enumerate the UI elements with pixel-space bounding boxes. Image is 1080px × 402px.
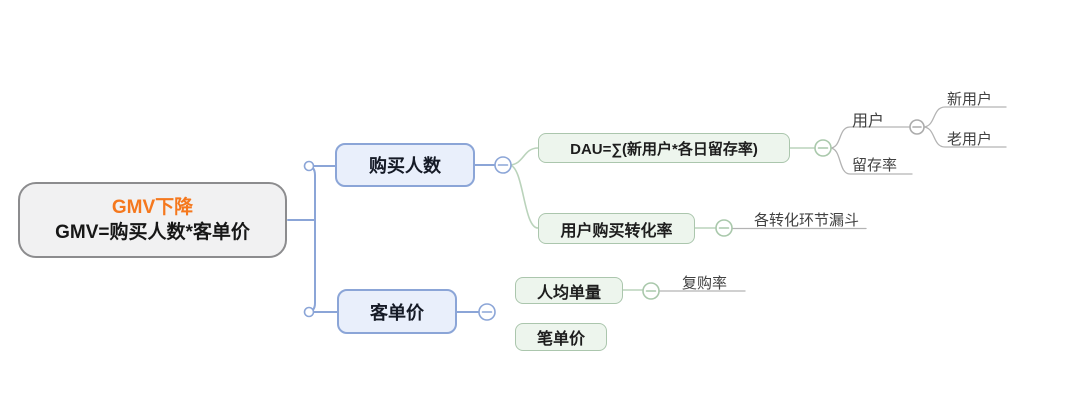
- root-title: GMV下降: [111, 196, 194, 218]
- junction-dot-price: [303, 306, 315, 318]
- branch-lines-leaf: [657, 106, 1007, 292]
- collapse-button-percapita[interactable]: [642, 282, 660, 300]
- leaf-old-user[interactable]: 老用户: [947, 131, 993, 148]
- root-node-gmv[interactable]: GMV下降 GMV=购买人数*客单价: [18, 182, 287, 258]
- node-price[interactable]: 客单价: [337, 289, 457, 334]
- node-conversion[interactable]: 用户购买转化率: [538, 213, 695, 244]
- root-formula: GMV=购买人数*客单价: [55, 221, 250, 243]
- node-per-order[interactable]: 笔单价: [515, 323, 607, 351]
- leaf-repurchase[interactable]: 复购率: [682, 275, 728, 292]
- collapse-button-conversion[interactable]: [715, 219, 733, 237]
- collapse-button-price[interactable]: [478, 303, 496, 321]
- leaf-retention[interactable]: 留存率: [852, 157, 898, 174]
- leaf-new-user[interactable]: 新用户: [947, 91, 993, 108]
- leaf-funnel[interactable]: 各转化环节漏斗: [754, 212, 860, 229]
- junction-dot-buyers: [303, 160, 315, 172]
- node-dau[interactable]: DAU=∑(新用户*各日留存率): [538, 133, 790, 163]
- collapse-button-user[interactable]: [909, 119, 925, 135]
- collapse-button-dau[interactable]: [814, 139, 832, 157]
- leaf-user[interactable]: 用户: [852, 113, 885, 130]
- node-buyers[interactable]: 购买人数: [335, 143, 475, 187]
- collapse-button-buyers[interactable]: [494, 156, 512, 174]
- branch-lines-level2: [508, 147, 817, 291]
- node-per-capita[interactable]: 人均单量: [515, 277, 623, 304]
